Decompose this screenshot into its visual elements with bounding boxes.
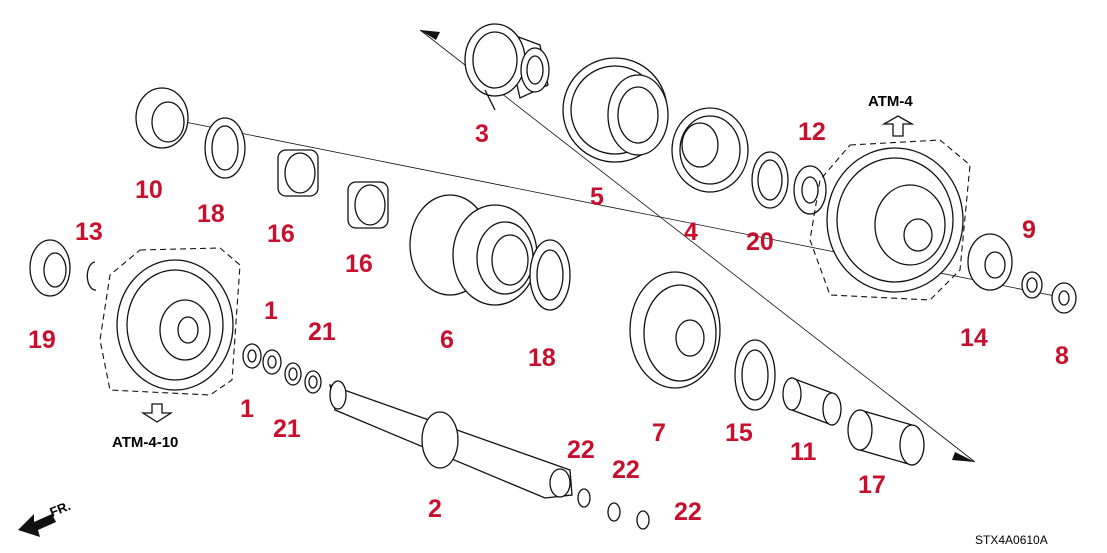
reference-atm-4: ATM-4 (868, 93, 913, 110)
callout-11: 11 (790, 438, 817, 466)
part-19-seal (29, 239, 71, 297)
part-8-nut (1051, 282, 1077, 314)
part-15-bearing (734, 339, 776, 411)
part-22-rings (577, 488, 650, 530)
reference-atm-4-10: ATM-4-10 (112, 434, 178, 451)
part-4-gear (671, 107, 749, 193)
part-3-gear (464, 23, 550, 111)
part-11-collar (782, 377, 842, 426)
callout-4: 4 (684, 218, 698, 246)
callout-1-lower: 1 (240, 395, 254, 423)
part-5-gear (562, 57, 669, 163)
part-1-washers (242, 343, 282, 375)
callout-10: 10 (135, 176, 163, 204)
callout-18-lower: 18 (528, 344, 556, 372)
part-17-needle-bearing (847, 409, 925, 466)
callout-1-upper: 1 (264, 297, 278, 325)
callout-21-lower: 21 (273, 415, 301, 443)
part-18-bearing-upper (204, 117, 246, 179)
callout-15: 15 (725, 419, 753, 447)
callout-labels: 3 5 4 20 12 10 18 16 16 13 19 6 18 9 14 … (28, 118, 1069, 526)
callout-21-upper: 21 (308, 318, 336, 346)
callout-9: 9 (1022, 216, 1036, 244)
atm-4-10-clutch-assembly (99, 247, 241, 423)
atm-4-clutch-assembly (809, 115, 971, 301)
part-7-gear (629, 271, 721, 389)
callout-2: 2 (428, 495, 442, 523)
callout-22-c: 22 (674, 498, 702, 526)
callout-22-b: 22 (612, 456, 640, 484)
part-2-shaft (329, 380, 573, 499)
callout-12: 12 (798, 118, 826, 146)
part-12-washer (793, 165, 827, 215)
diagram-code: STX4A0610A (975, 533, 1048, 547)
callout-16-left: 16 (267, 220, 295, 248)
part-9-washer (1021, 271, 1043, 299)
callout-13: 13 (75, 218, 103, 246)
part-20-bearing (751, 151, 789, 209)
callout-19: 19 (28, 326, 56, 354)
front-arrow-icon (18, 514, 56, 537)
part-21-shims (284, 362, 322, 394)
part-6-double-gear (409, 194, 538, 306)
callout-6: 6 (440, 326, 454, 354)
callout-18-upper: 18 (197, 200, 225, 228)
callout-14: 14 (960, 324, 988, 352)
part-16-needle-bearing-left (277, 149, 319, 197)
part-13-snap-ring (86, 261, 97, 291)
callout-7: 7 (652, 419, 666, 447)
front-label: FR. (48, 498, 73, 520)
callout-3: 3 (475, 120, 489, 148)
callout-17: 17 (858, 471, 886, 499)
callout-5: 5 (590, 183, 604, 211)
callout-20: 20 (746, 228, 774, 256)
part-10-seal (135, 87, 189, 149)
part-18-bearing-lower (529, 239, 571, 311)
callout-22-a: 22 (567, 436, 595, 464)
part-14-bearing (967, 233, 1013, 291)
callout-16-right: 16 (345, 250, 373, 278)
callout-8: 8 (1055, 342, 1069, 370)
part-16-needle-bearing-right (347, 181, 389, 229)
